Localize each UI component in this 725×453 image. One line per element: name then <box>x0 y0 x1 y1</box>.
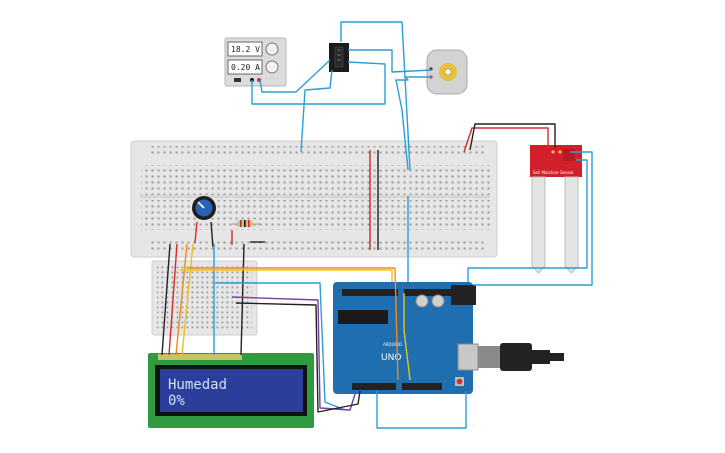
wire-lcd-6 <box>240 243 245 356</box>
power-supply[interactable]: 18.2 V 0.20 A <box>224 37 287 87</box>
wire-relay-motor <box>348 49 433 73</box>
reset-button[interactable] <box>456 378 463 385</box>
wire-bb-arduino-orange <box>188 267 399 381</box>
relay[interactable] <box>329 43 349 72</box>
power-header[interactable] <box>352 383 396 390</box>
analog-header[interactable] <box>402 383 442 390</box>
soil-moisture-sensor[interactable]: Soil Moisture Sensor <box>530 145 582 274</box>
psu-power-switch[interactable] <box>234 78 241 82</box>
resistor[interactable] <box>232 220 260 227</box>
small-breadboard[interactable] <box>151 260 258 336</box>
wire-pot-vcc <box>194 221 198 244</box>
wire-lcd-3 <box>175 243 188 356</box>
psu-voltage-readout: 18.2 V <box>231 45 260 54</box>
wire-sensor-gnd <box>469 123 556 151</box>
wire-lcd-arduino-blue <box>215 282 346 411</box>
digital-header[interactable] <box>342 289 398 296</box>
lcd-line-1: Humedad <box>168 377 227 393</box>
psu-current-readout: 0.20 A <box>231 63 260 72</box>
wires <box>161 21 593 429</box>
lcd-display: Humedad 0% <box>148 353 314 428</box>
wire-relay-breadboard <box>300 69 333 153</box>
wire-lcd-2 <box>168 243 178 356</box>
dc-motor[interactable] <box>426 49 468 95</box>
wire-psu-relay-2 <box>259 59 331 93</box>
arduino-model: UNO <box>381 353 401 363</box>
wire-lcd-1 <box>161 243 171 356</box>
wire-lcd-arduino-purple <box>231 296 357 411</box>
dc-jack[interactable] <box>451 285 476 305</box>
usb-port[interactable] <box>457 343 479 371</box>
wire-motor-breadboard <box>395 76 432 171</box>
arduino-brand: ARDUINO <box>383 342 402 347</box>
wire-pot-gnd <box>210 221 214 248</box>
arduino-uno[interactable]: UNO ARDUINO <box>333 282 479 394</box>
wire-arduino-loop <box>376 391 467 429</box>
wire-sensor-signal <box>473 151 593 286</box>
main-breadboard[interactable] <box>130 140 498 258</box>
atmega-chip <box>338 310 388 324</box>
wire-bb-arduino-yellow <box>180 269 393 282</box>
wire-sensor-vcc <box>463 127 549 153</box>
wire-relay-top <box>340 21 411 171</box>
usb-cable <box>478 343 564 371</box>
potentiometer[interactable] <box>192 196 216 220</box>
current-knob[interactable] <box>265 60 279 74</box>
digital-header-2[interactable] <box>404 289 458 296</box>
voltage-knob[interactable] <box>265 42 279 56</box>
wire-psu-relay <box>251 61 386 105</box>
wire-arduino-internal <box>403 293 411 381</box>
wire-sensor-a0 <box>467 159 588 282</box>
wire-lcd-4 <box>181 243 194 356</box>
wire-lcd-arduino-black <box>235 302 361 413</box>
lcd-line-2: 0% <box>168 393 185 409</box>
sensor-label: Soil Moisture Sensor <box>533 170 574 175</box>
